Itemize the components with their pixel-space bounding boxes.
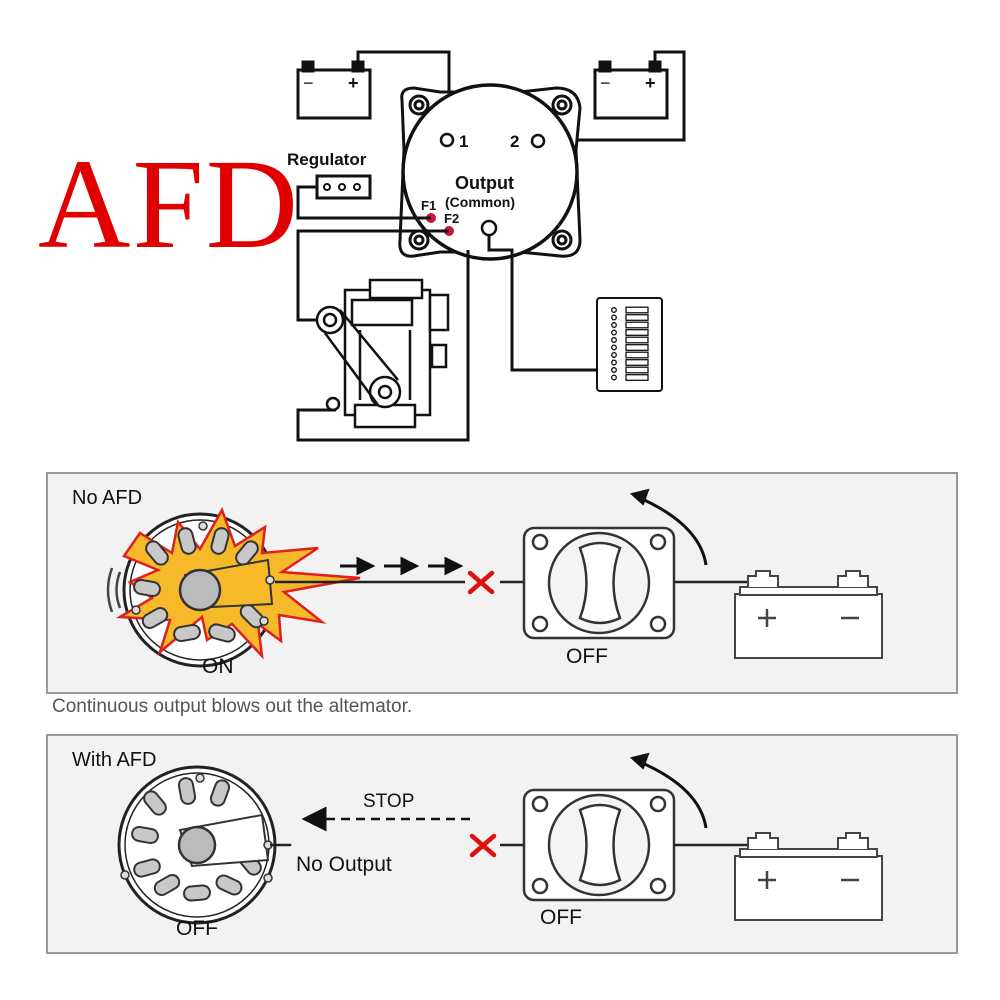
battery-2-icon	[593, 60, 669, 120]
no-output-label: No Output	[296, 853, 392, 876]
battery-1-plus: +	[348, 73, 359, 93]
common-label: (Common)	[445, 194, 515, 210]
battery-icon	[734, 832, 883, 921]
load-switch-light	[611, 367, 617, 373]
wire-output	[487, 235, 597, 372]
load-switch	[625, 314, 649, 321]
load-switch-light	[611, 352, 617, 358]
no-afd-heading: No AFD	[72, 487, 143, 509]
wire-regulator	[296, 185, 431, 220]
load-switch	[625, 351, 649, 359]
stop-label: STOP	[363, 791, 415, 812]
f1-label: F1	[421, 198, 437, 213]
switch-off-label-1: OFF	[566, 645, 608, 668]
battery-icon	[734, 570, 883, 659]
wiring-diagram	[296, 50, 686, 442]
battery-1-icon	[296, 60, 372, 120]
panel-with-afd	[46, 734, 958, 954]
battery-switch-off-icon	[522, 788, 676, 902]
wire-ground	[296, 250, 470, 442]
output-label: Output	[455, 173, 514, 193]
battery-2-plus: +	[645, 73, 656, 93]
load-switch-light	[611, 322, 617, 328]
load-switch	[625, 344, 649, 351]
load-switch-light	[611, 374, 617, 381]
load-switch	[625, 321, 649, 329]
battery-2-minus: −	[600, 73, 611, 93]
alternator-off-icon	[117, 765, 277, 925]
load-switch	[625, 374, 649, 381]
load-switch-light	[611, 344, 617, 351]
load-switch-light	[611, 314, 617, 321]
flow-arrows	[340, 556, 464, 576]
wire-battery-2	[545, 50, 686, 142]
load-switch-light	[611, 359, 617, 366]
with-afd-heading: With AFD	[72, 749, 157, 771]
alternator-on-icon	[115, 507, 361, 668]
terminal-1-label: 1	[459, 132, 469, 151]
load-switch-light	[611, 307, 617, 313]
afd-switch-body	[398, 83, 582, 261]
alternator-off-label: OFF	[176, 917, 218, 940]
load-switch	[625, 329, 649, 336]
battery-1-minus: −	[303, 73, 314, 93]
load-panel-icon	[596, 297, 663, 392]
alternator-on-label: ON	[202, 655, 234, 678]
wire-f2	[296, 229, 449, 322]
load-switch-light	[611, 337, 617, 343]
terminal-2-label: 2	[510, 132, 520, 151]
load-switch	[625, 336, 649, 344]
load-switch-light	[611, 329, 617, 336]
load-switch	[625, 359, 649, 366]
panel-no-afd	[46, 472, 958, 694]
no-afd-caption: Continuous output blows out the altemato…	[52, 696, 413, 717]
x-mark-icon	[469, 833, 497, 858]
alternator-engine-icon	[315, 278, 450, 429]
battery-switch-off-icon	[522, 526, 676, 640]
page-title: AFD	[38, 133, 301, 275]
load-switch	[625, 306, 649, 314]
f2-label: F2	[444, 211, 460, 226]
load-switch	[625, 366, 649, 374]
x-mark-icon	[467, 570, 495, 595]
switch-off-label-2: OFF	[540, 906, 582, 929]
regulator-label: Regulator	[287, 150, 367, 169]
